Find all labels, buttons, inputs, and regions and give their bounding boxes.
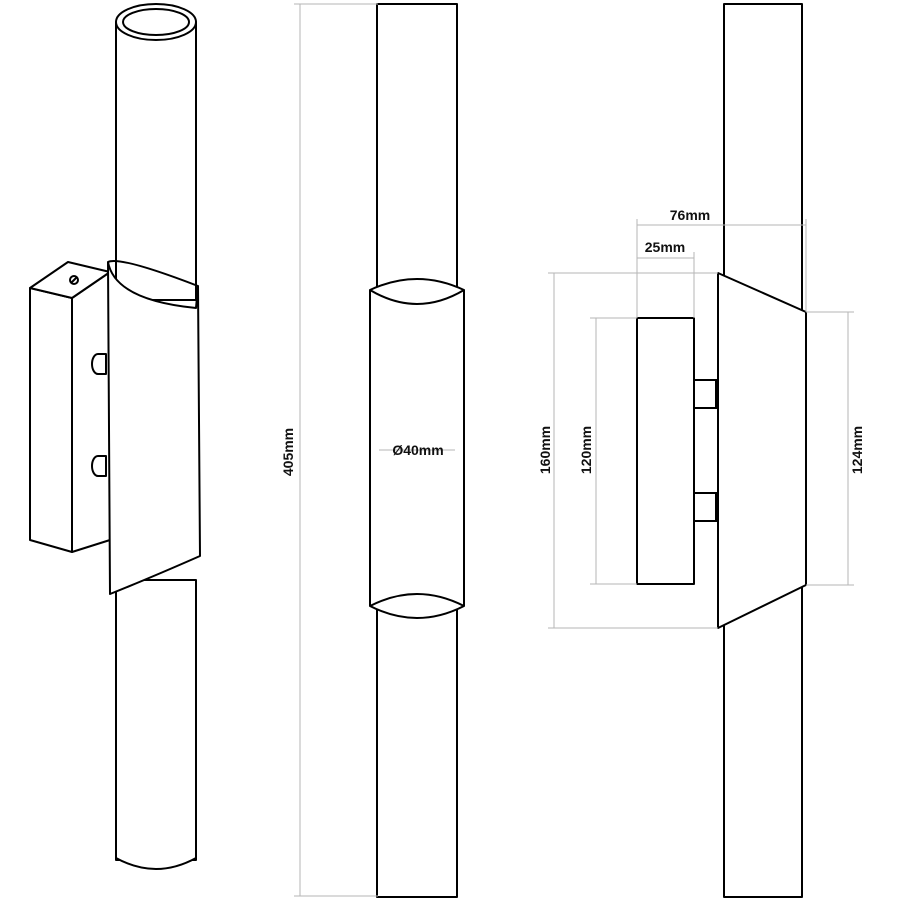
upper-tube	[115, 3, 197, 301]
base-depth-dimension: 25mm	[637, 239, 695, 318]
mount-front-face	[29, 287, 73, 553]
lower-tube-body	[115, 579, 197, 861]
shade-bottom-curve	[369, 593, 465, 607]
diameter-label: Ø40mm	[392, 442, 443, 458]
base-depth-label: 25mm	[645, 239, 685, 255]
perspective-view	[29, 3, 201, 870]
shade-top-curve-front	[369, 289, 465, 305]
base-height-dimension: 120mm	[578, 317, 637, 585]
shade-inner-height-label: 124mm	[849, 426, 865, 474]
front-view: Ø40mm	[369, 3, 465, 898]
shade-top-rim	[107, 260, 199, 287]
side-view	[636, 3, 807, 898]
shade-body	[107, 261, 201, 595]
base-height-label: 120mm	[578, 426, 594, 474]
tube-top-opening	[115, 3, 197, 41]
side-pin-upper	[693, 379, 719, 409]
upper-pin	[91, 353, 107, 375]
side-pin-lower	[693, 492, 719, 522]
shade-inner-height-dimension: 124mm	[806, 311, 865, 586]
shade-top-curve	[369, 278, 465, 291]
upper-tube-body	[115, 21, 197, 301]
lower-pin	[91, 455, 107, 477]
lower-tube-end	[115, 857, 197, 870]
mount-side-face	[71, 271, 111, 553]
shade-height-dimension: 160mm	[537, 272, 718, 629]
shade-height-label: 160mm	[537, 426, 553, 474]
depth-total-label: 76mm	[670, 207, 710, 223]
side-shade	[717, 272, 807, 629]
front-shade	[369, 289, 465, 607]
tube-top-inner	[122, 8, 190, 36]
angled-shade	[107, 260, 201, 595]
wall-mount-block	[29, 261, 111, 553]
connector-pins	[91, 353, 107, 477]
total-height-label: 405mm	[280, 428, 296, 476]
screw-slot	[70, 276, 78, 284]
shade-bottom-curve-front	[369, 605, 465, 619]
depth-total-dimension: 76mm	[636, 207, 807, 318]
total-height-dimension: 405mm	[280, 3, 378, 897]
side-base-plate	[636, 317, 695, 585]
